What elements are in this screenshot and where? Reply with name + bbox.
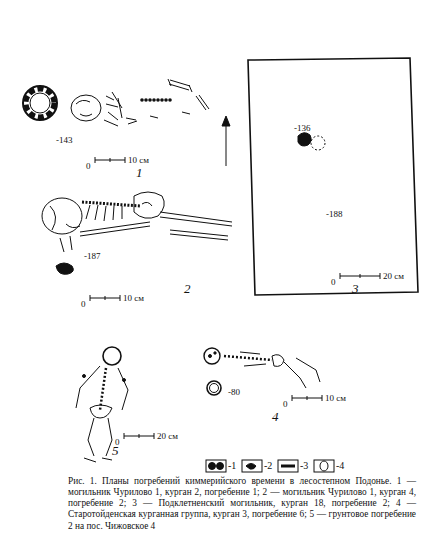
bead-row <box>140 98 172 102</box>
bead <box>148 98 152 102</box>
panel-number: 4 <box>272 410 279 423</box>
panel-number: 1 <box>136 166 143 179</box>
plan-label: 10 см <box>325 394 346 403</box>
burial-plan-3 <box>248 58 418 295</box>
bead <box>140 98 144 102</box>
plan-label: -143 <box>56 136 73 145</box>
plan-label: -80 <box>228 388 240 397</box>
plan-label: 0 <box>283 400 288 409</box>
bead <box>164 98 168 102</box>
panel-number: 3 <box>352 282 359 295</box>
plan-label: 20 см <box>157 432 178 441</box>
legend-text: -1 <box>228 461 236 471</box>
burial-plan-2 <box>42 192 232 301</box>
plan-label: 0 <box>331 278 336 287</box>
legend-text: -4 <box>336 461 344 471</box>
plan-label: -188 <box>326 210 343 219</box>
panel-number: 2 <box>184 282 191 295</box>
plan-label: 0 <box>81 300 86 309</box>
figure-caption: Рис. 1. Планы погребений киммерийского в… <box>68 476 416 532</box>
bead <box>144 98 148 102</box>
legend-icons <box>206 460 334 472</box>
plan-label: 20 см <box>383 272 404 281</box>
burial-plan-1 <box>23 79 209 163</box>
plan-label: 0 <box>86 162 91 171</box>
bead <box>152 98 156 102</box>
plan-label: 10 см <box>128 156 149 165</box>
north-arrow <box>222 116 230 166</box>
plan-label: 10 см <box>123 294 144 303</box>
legend-text: -2 <box>264 461 272 471</box>
plan-label: -187 <box>84 252 101 261</box>
legend-text: -3 <box>300 461 308 471</box>
burial-plan-4 <box>204 348 322 401</box>
bead <box>168 98 172 102</box>
bead <box>160 98 164 102</box>
burial-plan-5 <box>76 347 154 462</box>
panel-number: 5 <box>112 444 119 457</box>
plan-label: -136 <box>294 124 311 133</box>
bead <box>156 98 160 102</box>
